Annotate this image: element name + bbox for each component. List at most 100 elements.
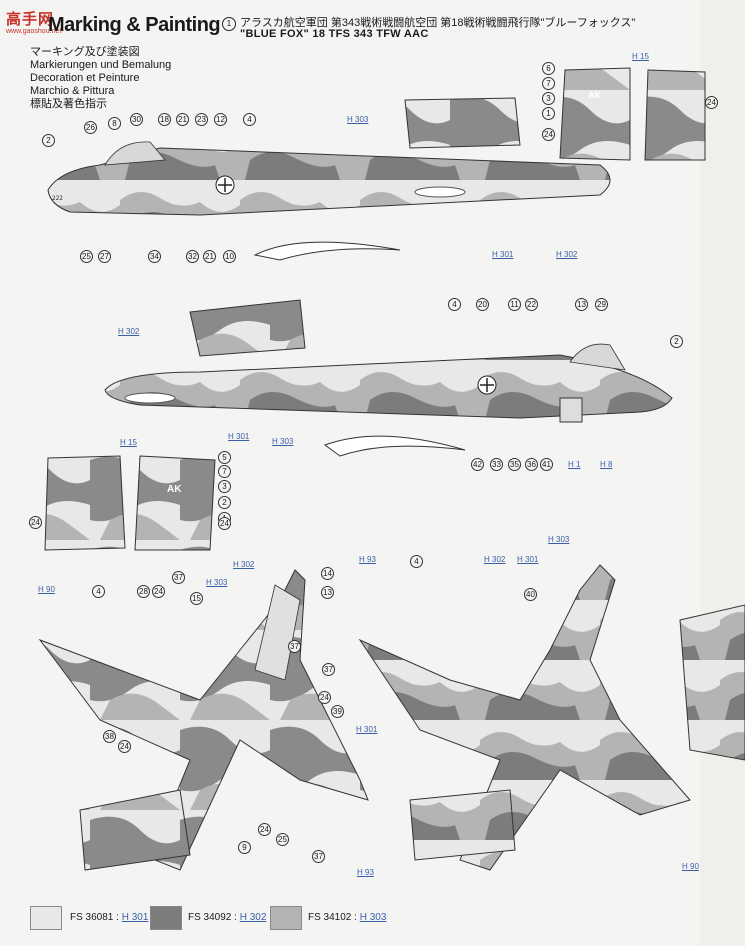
hcode-h90-bl: H 90	[38, 585, 55, 594]
callout: 18	[158, 113, 171, 126]
callout: 24	[118, 740, 131, 753]
scheme-title: 1 アラスカ航空軍団 第343戦術戦闘航空団 第18戦術戦闘飛行隊"ブルーフォック…	[222, 14, 642, 31]
callout: 29	[595, 298, 608, 311]
callout: 30	[130, 113, 143, 126]
callout: 36	[525, 458, 538, 471]
swatch-medium	[270, 906, 302, 930]
callout: 25	[80, 250, 93, 263]
callout: 37	[312, 850, 325, 863]
tail-fin-right-mid	[134, 455, 216, 551]
callout: 9	[238, 841, 251, 854]
callout: 24	[29, 516, 42, 529]
hcode-h301-top: H 301	[492, 250, 514, 259]
callout: 10	[223, 250, 236, 263]
top-view-left-aircraft	[38, 569, 369, 871]
callout: 24	[705, 96, 718, 109]
page-title: Marking & Painting	[48, 14, 221, 36]
hcode-h303-top: H 303	[347, 115, 369, 124]
callout: 4	[448, 298, 461, 311]
swatch-light	[30, 906, 62, 930]
callout: 37	[172, 571, 185, 584]
callout: 3	[542, 92, 555, 105]
underside-view-aircraft	[358, 564, 745, 871]
callout: 32	[186, 250, 199, 263]
side-view-left-aircraft: 222	[47, 141, 611, 261]
callout: 11	[508, 298, 521, 311]
callout: 4	[92, 585, 105, 598]
callout: 3	[218, 480, 231, 493]
callout: 1	[542, 107, 555, 120]
tail-code-top: AK	[588, 90, 601, 100]
callout: 39	[331, 705, 344, 718]
callout: 27	[98, 250, 111, 263]
hcode-h302-br: H 302	[484, 555, 506, 564]
callout: 14	[321, 567, 334, 580]
callout: 28	[137, 585, 150, 598]
tail-fin-right-top	[644, 69, 706, 161]
site-logo-url: www.gaoshou.net	[6, 28, 62, 35]
callout: 2	[670, 335, 683, 348]
callout: 21	[176, 113, 189, 126]
callout: 37	[288, 640, 301, 653]
hcode-h302-top: H 302	[556, 250, 578, 259]
callout: 7	[542, 77, 555, 90]
callout: 34	[148, 250, 161, 263]
hcode-h15-top: H 15	[632, 52, 649, 61]
callout: 35	[508, 458, 521, 471]
callout: 38	[103, 730, 116, 743]
callout: 24	[152, 585, 165, 598]
hcode-h301-mid: H 301	[228, 432, 250, 441]
callout: 4	[410, 555, 423, 568]
legend-item-3: FS 34102 : H 303	[308, 912, 387, 923]
callout: 8	[108, 117, 121, 130]
callout: 24	[258, 823, 271, 836]
callout: 42	[471, 458, 484, 471]
callout: 24	[318, 691, 331, 704]
callout: 23	[195, 113, 208, 126]
hcode-h15-mid: H 15	[120, 438, 137, 447]
callout: 5	[218, 451, 231, 464]
hcode-h302-bl: H 302	[233, 560, 255, 569]
callout: 2	[218, 496, 231, 509]
hcode-h301-bl: H 301	[356, 725, 378, 734]
scheme-number: 1	[222, 17, 236, 31]
callout: 41	[540, 458, 553, 471]
site-logo: 高手网	[6, 11, 55, 28]
color-legend: FS 36081 : H 301 FS 34092 : H 302 FS 341…	[30, 906, 386, 930]
scheme-japanese: アラスカ航空軍団 第343戦術戦闘航空団 第18戦術戦闘飛行隊"ブルーフォックス…	[240, 17, 636, 29]
lang-japanese: マーキング及び塗装図	[30, 46, 140, 58]
lang-italian: Marchio & Pittura	[30, 85, 115, 97]
hcode-h1-mid: H 1	[568, 460, 581, 469]
callout: 13	[321, 586, 334, 599]
lang-german: Markierungen und Bemalung	[30, 59, 172, 71]
callout: 24	[218, 517, 231, 530]
callout: 25	[276, 833, 289, 846]
callout: 6	[542, 62, 555, 75]
callout: 20	[476, 298, 489, 311]
hcode-h93-bl: H 93	[357, 868, 374, 877]
hcode-h302-mid: H 302	[118, 327, 140, 336]
callout: 4	[243, 113, 256, 126]
hcode-h8-mid: H 8	[600, 460, 613, 469]
hcode-h90-br: H 90	[682, 862, 699, 871]
hcode-h93-br: H 93	[359, 555, 376, 564]
adjacent-page-edge	[700, 0, 745, 946]
engine-nacelle-top	[404, 97, 521, 149]
callout: 21	[203, 250, 216, 263]
callout: 33	[490, 458, 503, 471]
callout: 7	[218, 465, 231, 478]
hcode-h303-mid: H 303	[272, 437, 294, 446]
swatch-dark	[150, 906, 182, 930]
tail-fin-left-mid	[44, 455, 126, 551]
hcode-h303-br: H 303	[548, 535, 570, 544]
callout: 2	[42, 134, 55, 147]
lang-chinese: 標貼及著色指示	[30, 98, 107, 110]
callout: 26	[84, 121, 97, 134]
engine-nacelle-mid	[189, 299, 306, 357]
callout: 15	[190, 592, 203, 605]
lang-french: Decoration et Peinture	[30, 72, 140, 84]
tail-fin-left-top	[559, 67, 631, 161]
scheme-english: "BLUE FOX" 18 TFS 343 TFW AAC	[240, 28, 429, 40]
callout: 22	[525, 298, 538, 311]
